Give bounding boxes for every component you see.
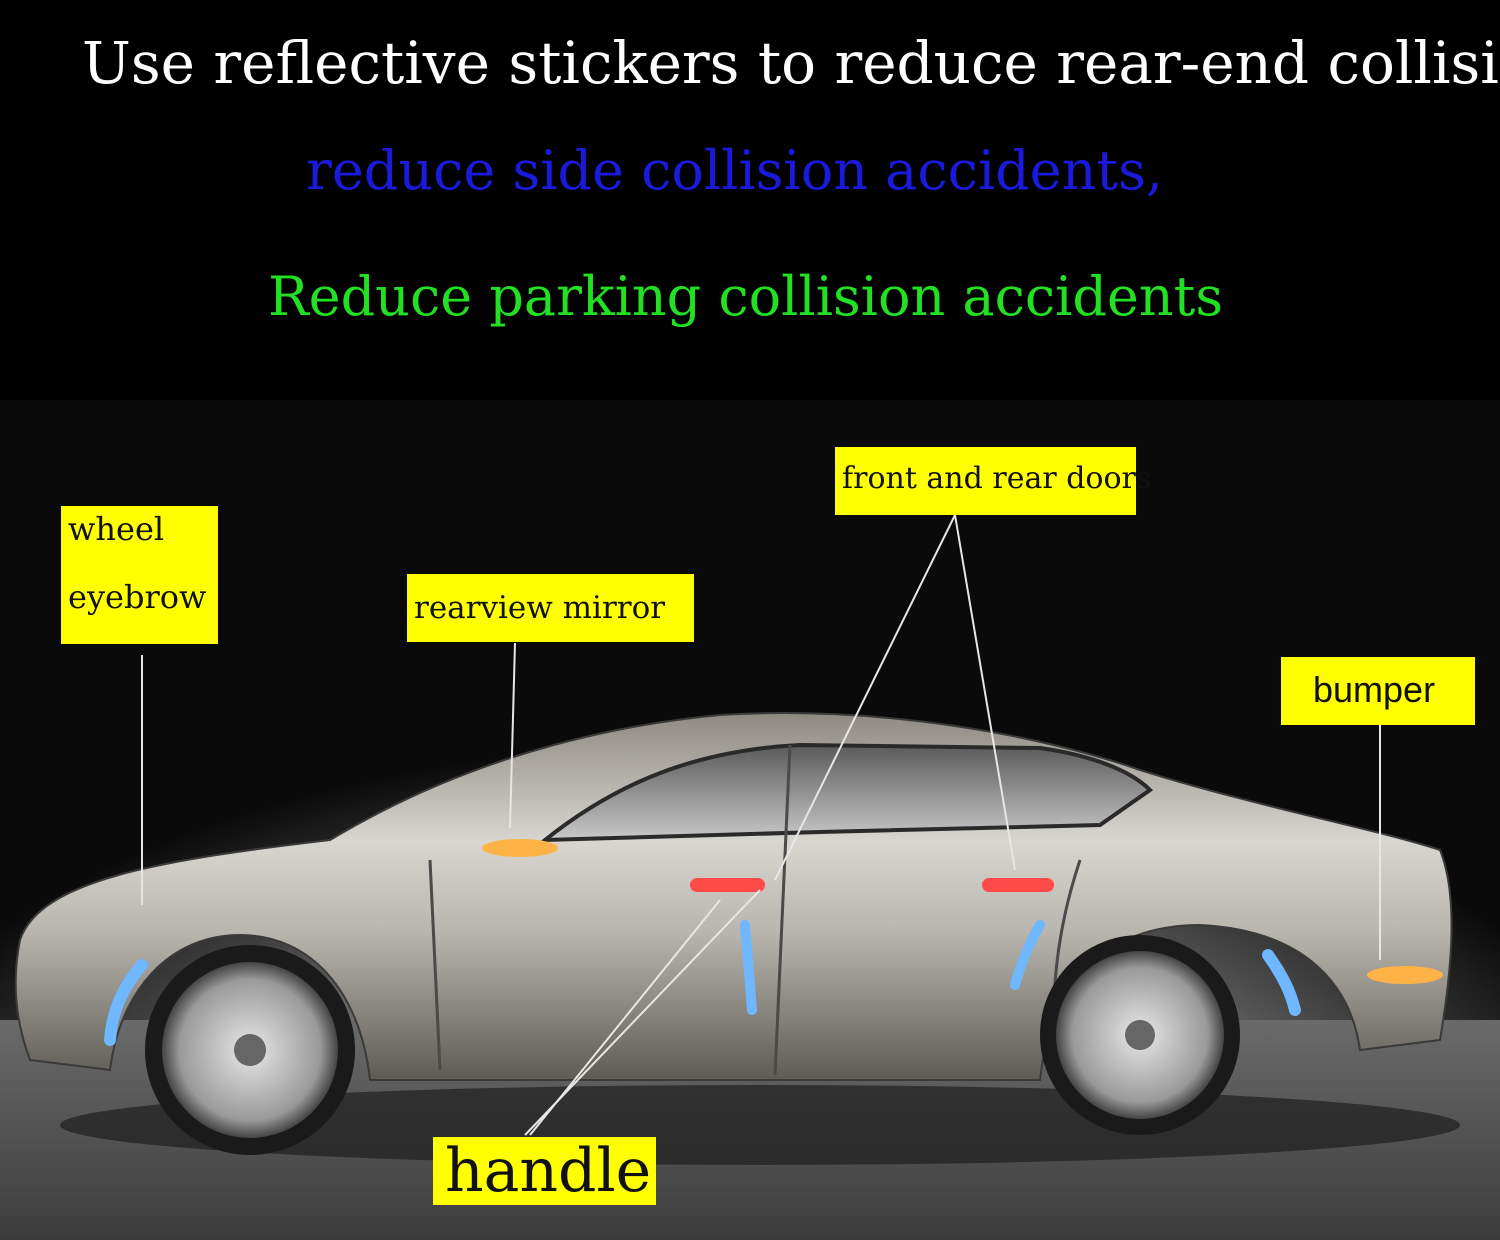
rear-wheel xyxy=(1040,935,1240,1135)
front-wheel-eyebrow-sticker xyxy=(104,959,148,1046)
front-wheel xyxy=(145,945,355,1155)
label-wheel-line1: wheel xyxy=(68,510,165,548)
front-door-seam xyxy=(428,859,442,1071)
black-header-background xyxy=(0,0,1500,430)
label-front-rear-doors: front and rear doors xyxy=(835,447,1151,515)
bumper-sticker xyxy=(1367,966,1443,984)
headline-parking-collision: Reduce parking collision accidents xyxy=(268,265,1224,328)
front-door-edge-sticker xyxy=(740,920,757,1015)
headline-rear-end: Use reflective stickers to reduce rear-e… xyxy=(82,29,1500,97)
rear-handle-sticker xyxy=(982,878,1054,892)
mirror-sticker xyxy=(482,839,558,857)
door-seam xyxy=(773,744,792,1076)
rear-wheel-eyebrow-sticker xyxy=(1262,949,1301,1016)
label-bumper: bumper xyxy=(1281,657,1475,725)
headline-side-collision: reduce side collision accidents, xyxy=(306,139,1163,202)
rear-door-edge-sticker xyxy=(1010,920,1045,990)
label-wheel-line2: eyebrow xyxy=(68,578,207,616)
front-handle-sticker xyxy=(690,878,765,892)
callout-lines xyxy=(141,514,1381,1136)
label-handle: handle xyxy=(433,1137,656,1205)
label-wheel-eyebrow: wheel eyebrow xyxy=(61,506,218,644)
label-rearview-mirror: rearview mirror xyxy=(407,574,694,642)
